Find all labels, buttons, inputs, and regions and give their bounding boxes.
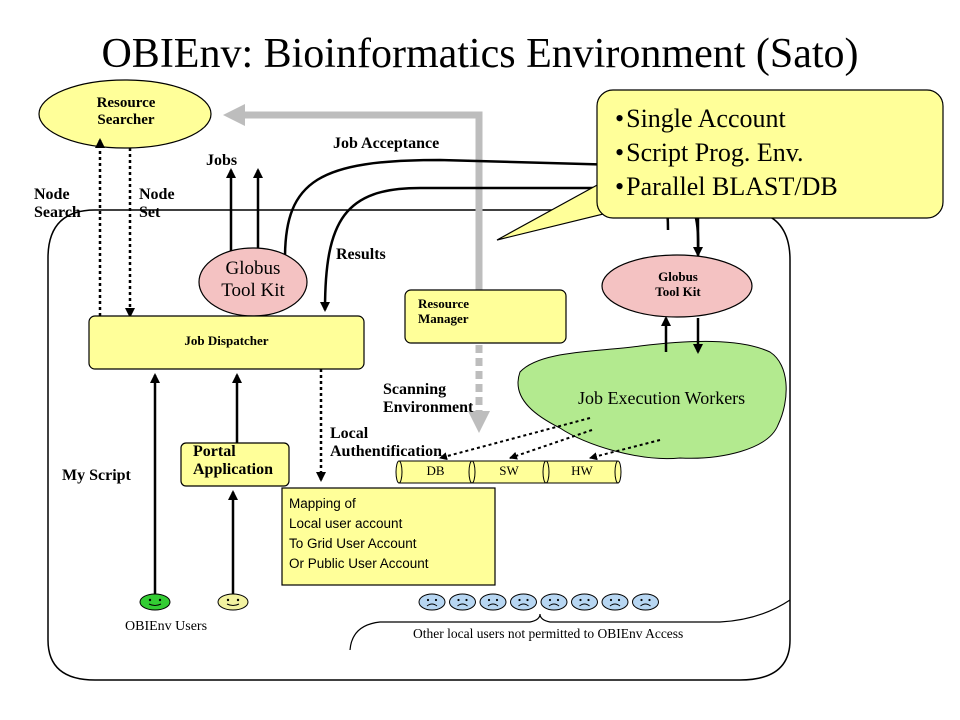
resource-manager-to-searcher-arrow xyxy=(223,104,483,126)
local-authentification-label: Local Authentification xyxy=(330,425,442,461)
sad-face-icon xyxy=(510,593,537,611)
resource-manager-box xyxy=(404,289,567,344)
portal-application-label: Portal Application xyxy=(193,443,274,479)
page-title: OBIEnv: Bioinformatics Environment (Sato… xyxy=(101,31,859,77)
scanning-environment-label: Scanning Environment xyxy=(383,381,474,417)
sad-face-icon xyxy=(571,593,598,611)
globus-left-label: Globus Tool Kit xyxy=(221,258,285,301)
job-acceptance-label: Job Acceptance xyxy=(333,135,440,152)
node-search-label: Node Search xyxy=(34,186,81,222)
other-users-brace xyxy=(349,599,791,651)
obienv-users-label: OBIEnv Users xyxy=(125,619,208,634)
node-set-label: Node Set xyxy=(139,186,175,222)
features-callout: Single Account Script Prog. Env. Paralle… xyxy=(597,90,943,218)
worker-to-hw-arrow xyxy=(589,439,661,461)
sad-face-icon xyxy=(601,593,629,611)
obienv-user-green xyxy=(139,593,171,611)
callout-item: Script Prog. Env. xyxy=(615,136,943,170)
other-local-users xyxy=(418,593,659,611)
globus-toolkit-right xyxy=(601,254,753,318)
globus-right-label: Globus Tool Kit xyxy=(655,269,701,299)
worker-to-sw-arrow xyxy=(509,429,593,460)
job-dispatcher-label: Job Dispatcher xyxy=(184,333,269,348)
callout-item: Parallel BLAST/DB xyxy=(615,170,943,204)
resource-searcher-node xyxy=(38,79,212,149)
job-dispatcher-box xyxy=(88,315,365,370)
resource-cylinders xyxy=(395,460,622,484)
sad-face-icon xyxy=(632,593,659,611)
sad-face-icon xyxy=(479,593,507,611)
db-label: DB xyxy=(426,463,445,478)
hw-label: HW xyxy=(571,463,593,478)
environment-boundary xyxy=(47,209,791,681)
sad-face-icon xyxy=(540,593,568,611)
resource-manager-label: Resource Manager xyxy=(418,296,470,326)
my-script-label: My Script xyxy=(62,467,131,484)
sw-label: SW xyxy=(499,463,519,478)
other-users-label: Other local users not permitted to OBIEn… xyxy=(413,626,684,641)
obienv-user-yellow xyxy=(217,593,249,611)
portal-application-box xyxy=(180,442,290,487)
worker-to-db-arrow xyxy=(439,417,591,461)
mapping-label: Mapping of Local user account To Grid Us… xyxy=(289,496,429,571)
jobs-label: Jobs xyxy=(206,152,238,169)
callout-item: Single Account xyxy=(615,102,943,136)
job-execution-workers-label: Job Execution Workers xyxy=(578,388,746,408)
mapping-box xyxy=(281,487,496,586)
results-label: Results xyxy=(336,246,386,263)
sad-face-icon xyxy=(449,593,476,611)
job-execution-cloud xyxy=(517,340,787,460)
sad-face-icon xyxy=(418,593,446,611)
resource-searcher-label: Resource Searcher xyxy=(96,95,156,129)
